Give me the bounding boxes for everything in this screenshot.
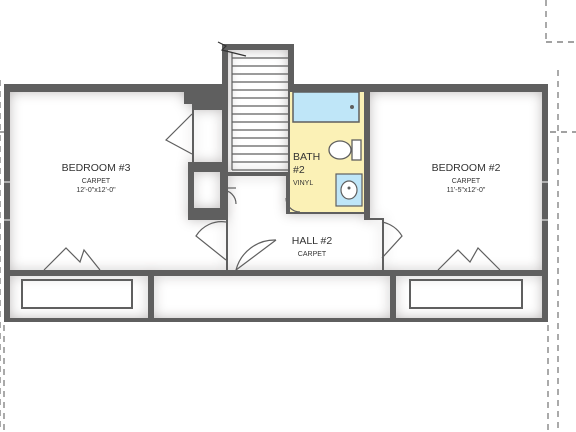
bedroom2-floor — [370, 92, 542, 270]
doors — [43, 113, 501, 271]
storage-right — [396, 276, 542, 318]
hall2-name: HALL #2 — [292, 235, 333, 247]
hall2-floor-label: CARPET — [298, 251, 327, 258]
bath2-name-line1: BATH — [293, 151, 320, 163]
bedroom3-name: BEDROOM #3 — [62, 162, 131, 174]
bedroom2-floor-label: CARPET — [452, 178, 481, 185]
stairs-icon — [231, 52, 288, 171]
bedroom3-floor — [10, 92, 226, 270]
bedroom2-size: 11'-5"x12'-0" — [447, 187, 486, 194]
bath2-floor-label: VINYL — [293, 180, 313, 187]
bathtub-icon — [292, 91, 360, 123]
windows — [4, 181, 548, 221]
storage-inner-outlines — [21, 279, 523, 309]
toilet-icon — [328, 139, 362, 161]
stair-well — [228, 50, 288, 172]
bedroom3-floor-label: CARPET — [82, 178, 111, 185]
bedroom3-size: 12'-0"x12'-0" — [76, 187, 116, 194]
bath2-name-line2: #2 — [293, 164, 305, 176]
storage-middle — [154, 276, 390, 318]
sink-icon — [335, 173, 363, 207]
closet-top — [194, 110, 222, 162]
closet-bottom — [194, 172, 220, 208]
stair-break-line — [217, 41, 247, 57]
bedroom2-name: BEDROOM #2 — [432, 162, 501, 174]
room-labels: BEDROOM #3 CARPET 12'-0"x12'-0" BEDROOM … — [62, 151, 501, 258]
storage-left — [10, 276, 148, 318]
